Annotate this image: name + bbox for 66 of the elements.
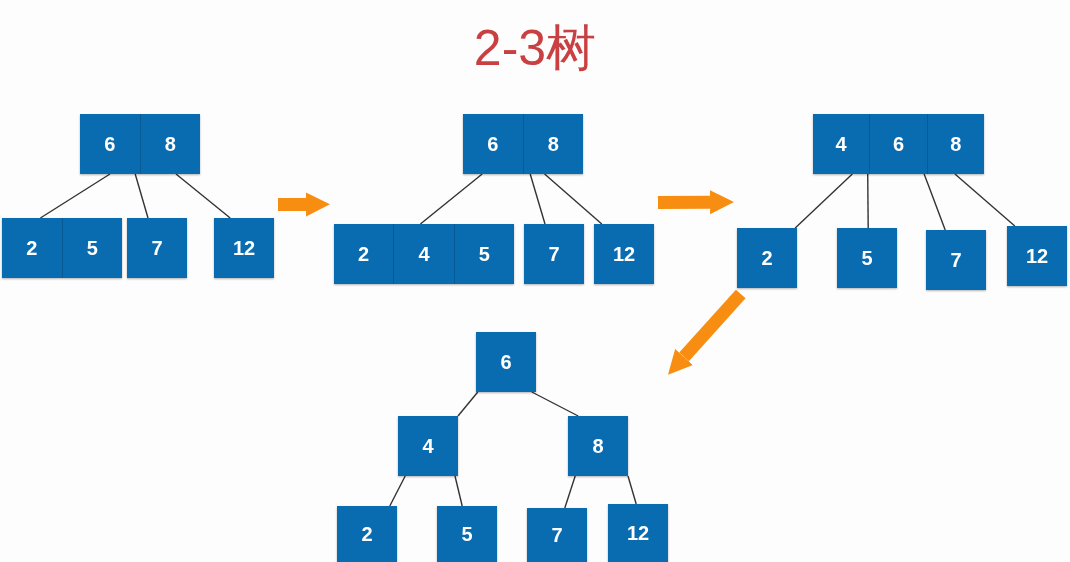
tree-node xyxy=(80,114,200,174)
tree-node xyxy=(337,506,397,562)
key-value: 8 xyxy=(139,114,200,174)
tree-link xyxy=(867,173,869,229)
tree-node xyxy=(594,224,654,284)
tree-node xyxy=(437,506,497,562)
block-arrow xyxy=(277,192,330,217)
key-value: 8 xyxy=(591,433,605,459)
key-value: 6 xyxy=(486,131,500,157)
tree-link xyxy=(39,173,111,219)
tree-link xyxy=(175,173,231,219)
key-value: 7 xyxy=(150,235,164,261)
tree-link xyxy=(454,475,463,507)
key-value: 4 xyxy=(834,131,848,157)
key-value: 12 xyxy=(1024,243,1050,269)
key-value: 5 xyxy=(453,224,514,284)
key-value: 2 xyxy=(25,235,39,261)
key-value: 4 xyxy=(421,433,435,459)
tree-link xyxy=(923,173,946,231)
tree-node xyxy=(527,508,587,562)
tree-node xyxy=(813,114,984,174)
tree-link xyxy=(543,173,603,225)
tree-link xyxy=(419,173,483,225)
key-value: 4 xyxy=(393,224,454,284)
key-value: 6 xyxy=(869,114,927,174)
diagram-title: 2-3树 xyxy=(472,19,598,78)
tree-node xyxy=(926,230,986,290)
key-value: 12 xyxy=(611,241,637,267)
tree-node xyxy=(837,228,897,288)
key-value: 8 xyxy=(926,114,984,174)
block-arrow xyxy=(657,190,734,215)
tree-node xyxy=(127,218,187,278)
tree-node xyxy=(334,224,514,284)
key-value: 8 xyxy=(522,114,583,174)
key-value: 7 xyxy=(550,522,564,548)
key-value: 6 xyxy=(103,131,117,157)
tree-node xyxy=(476,332,536,392)
tree-node xyxy=(214,218,274,278)
tree-link xyxy=(389,475,406,507)
tree-link xyxy=(627,475,637,505)
key-value: 7 xyxy=(547,241,561,267)
key-value: 2 xyxy=(357,241,371,267)
tree-node xyxy=(2,218,122,278)
tree-node xyxy=(398,416,458,476)
tree-node xyxy=(1007,226,1067,286)
key-value: 6 xyxy=(499,349,513,375)
tree-link xyxy=(564,475,576,509)
tree-node xyxy=(524,224,584,284)
tree-link xyxy=(529,173,546,225)
key-value: 5 xyxy=(460,521,474,547)
tree-link xyxy=(531,391,579,417)
tree-link xyxy=(134,173,149,219)
key-value: 7 xyxy=(949,247,963,273)
tree-node xyxy=(463,114,583,174)
tree-node xyxy=(737,228,797,288)
key-value: 12 xyxy=(231,235,257,261)
key-value: 5 xyxy=(860,245,874,271)
tree-node xyxy=(608,504,668,562)
key-value: 5 xyxy=(61,218,122,278)
key-value: 12 xyxy=(625,520,651,546)
key-value: 2 xyxy=(360,521,374,547)
tree-link xyxy=(457,391,479,417)
tree-link xyxy=(794,173,854,229)
tree-link xyxy=(954,173,1016,227)
tree-node xyxy=(568,416,628,476)
key-value: 2 xyxy=(760,245,774,271)
